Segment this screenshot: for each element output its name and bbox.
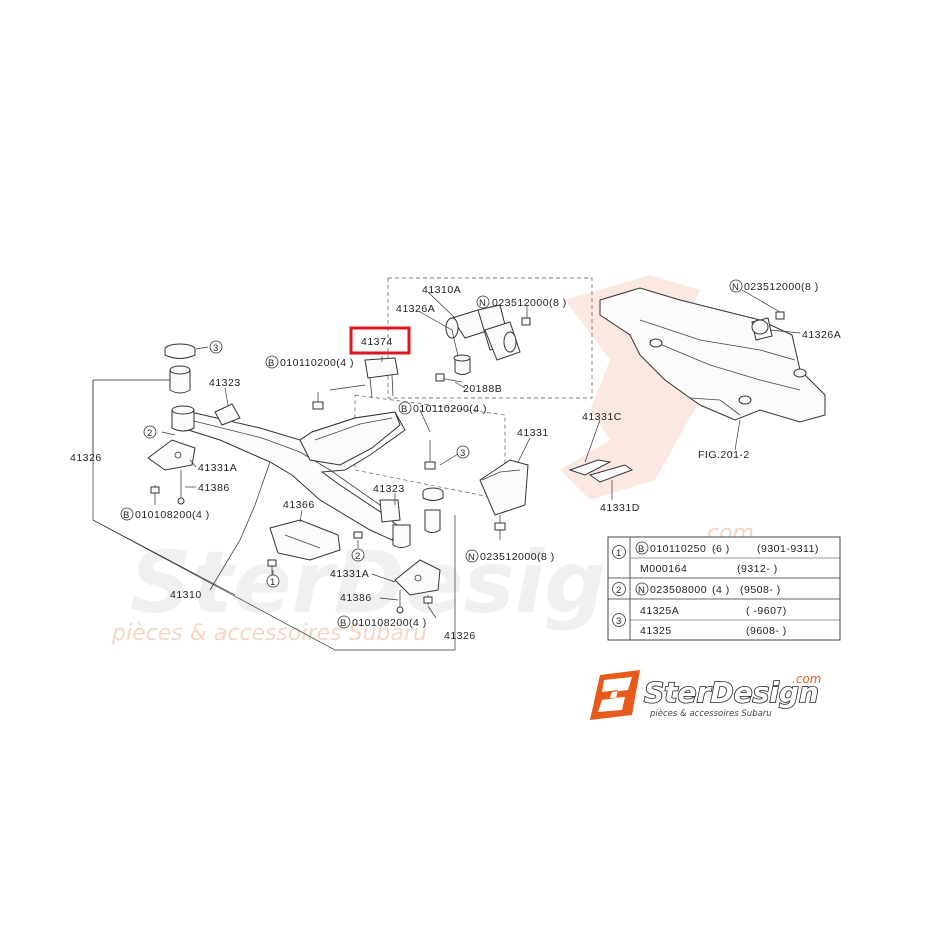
leader-lines [92,289,801,619]
table-part-4: 41325 [640,625,672,637]
label-20188b: 20188B [463,383,502,395]
label-023512000-top: 023512000(8 ) [492,297,567,309]
table-part-1: M000164 [640,563,687,575]
highlight-box-41374 [349,326,411,355]
upper-parts [435,304,531,383]
table-key-1: 1 [616,548,622,559]
marker-2-left: 2 [147,428,153,439]
label-41386-left: 41386 [198,482,230,494]
table-range-1: (9312- ) [737,563,778,575]
label-41326a-top: 41326A [396,303,435,315]
table-part-0: 010110250 [650,543,706,555]
label-41310: 41310 [170,589,202,601]
label-010108200-left: 010108200(4 ) [135,509,210,521]
marker-3-mid: 3 [460,448,466,459]
label-41331a-mid: 41331A [330,568,369,580]
label-41323-mid: 41323 [373,483,405,495]
label-fig: FIG.201-2 [698,449,750,461]
marker-b-a: B [268,358,275,369]
center-parts [312,357,444,614]
table-key-3: 3 [616,616,622,627]
label-41326a-right: 41326A [802,329,841,341]
label-023512000-right: 023512000(8 ) [744,281,819,293]
marker-2-mid: 2 [355,551,361,562]
label-41374: 41374 [361,336,393,348]
label-41366: 41366 [283,499,315,511]
marker-3-left: 3 [213,343,219,354]
table-qty-0: (6 ) [712,543,730,555]
table-mark-2: N [638,585,645,596]
logo-tagline: pièces & accessoires Subaru [649,708,772,719]
logo-brand: SterDesign [644,676,819,709]
reference-table: 1 B 010110250 (6 ) (9301-9311) M000164 (… [607,536,841,641]
table-mark-0: B [638,544,645,555]
label-41331a-left: 41331A [198,462,237,474]
callout-labels: 41310A 41326A N 023512000(8 ) 41374 B 01… [70,279,841,642]
label-41310a: 41310A [422,284,461,296]
label-010110200-b: 010110200(4 ) [413,403,487,415]
marker-n-right: N [732,282,739,293]
watermark-tagline: pièces & accessoires Subaru [111,621,427,646]
marker-1-left: 1 [270,577,276,588]
marker-b-mid: B [340,618,347,629]
table-qty-2: (4 ) [712,584,730,596]
table-range-0: (9301-9311) [757,543,819,555]
label-41331: 41331 [517,427,549,439]
crossmember-41310 [181,409,406,591]
label-41323-left: 41323 [209,377,241,389]
marker-b-left: B [123,510,130,521]
sterdesign-logo: SterDesign .com pièces & accessoires Sub… [590,670,821,720]
table-range-3: ( -9607) [746,605,787,617]
right-parts [479,287,826,531]
label-41326-bottom: 41326 [444,630,476,642]
marker-n-bot: N [468,552,475,563]
label-41386-mid: 41386 [340,592,372,604]
label-010110200-a: 010110200(4 ) [280,357,354,369]
label-41326-left: 41326 [70,452,102,464]
table-key-2: 2 [616,585,622,596]
table-range-2: (9508- ) [740,584,781,596]
label-41331d: 41331D [600,502,640,514]
left-parts [147,343,341,580]
label-010108200-mid: 010108200(4 ) [352,617,427,629]
marker-b-b: B [401,404,408,415]
label-023512000-bot: 023512000(8 ) [480,551,555,563]
marker-n-top: N [479,298,486,309]
label-41331c: 41331C [582,411,622,423]
table-range-4: (9608- ) [746,625,787,637]
table-part-3: 41325A [640,605,679,617]
logo-domain: .com [792,672,821,686]
table-part-2: 023508000 [650,584,707,596]
